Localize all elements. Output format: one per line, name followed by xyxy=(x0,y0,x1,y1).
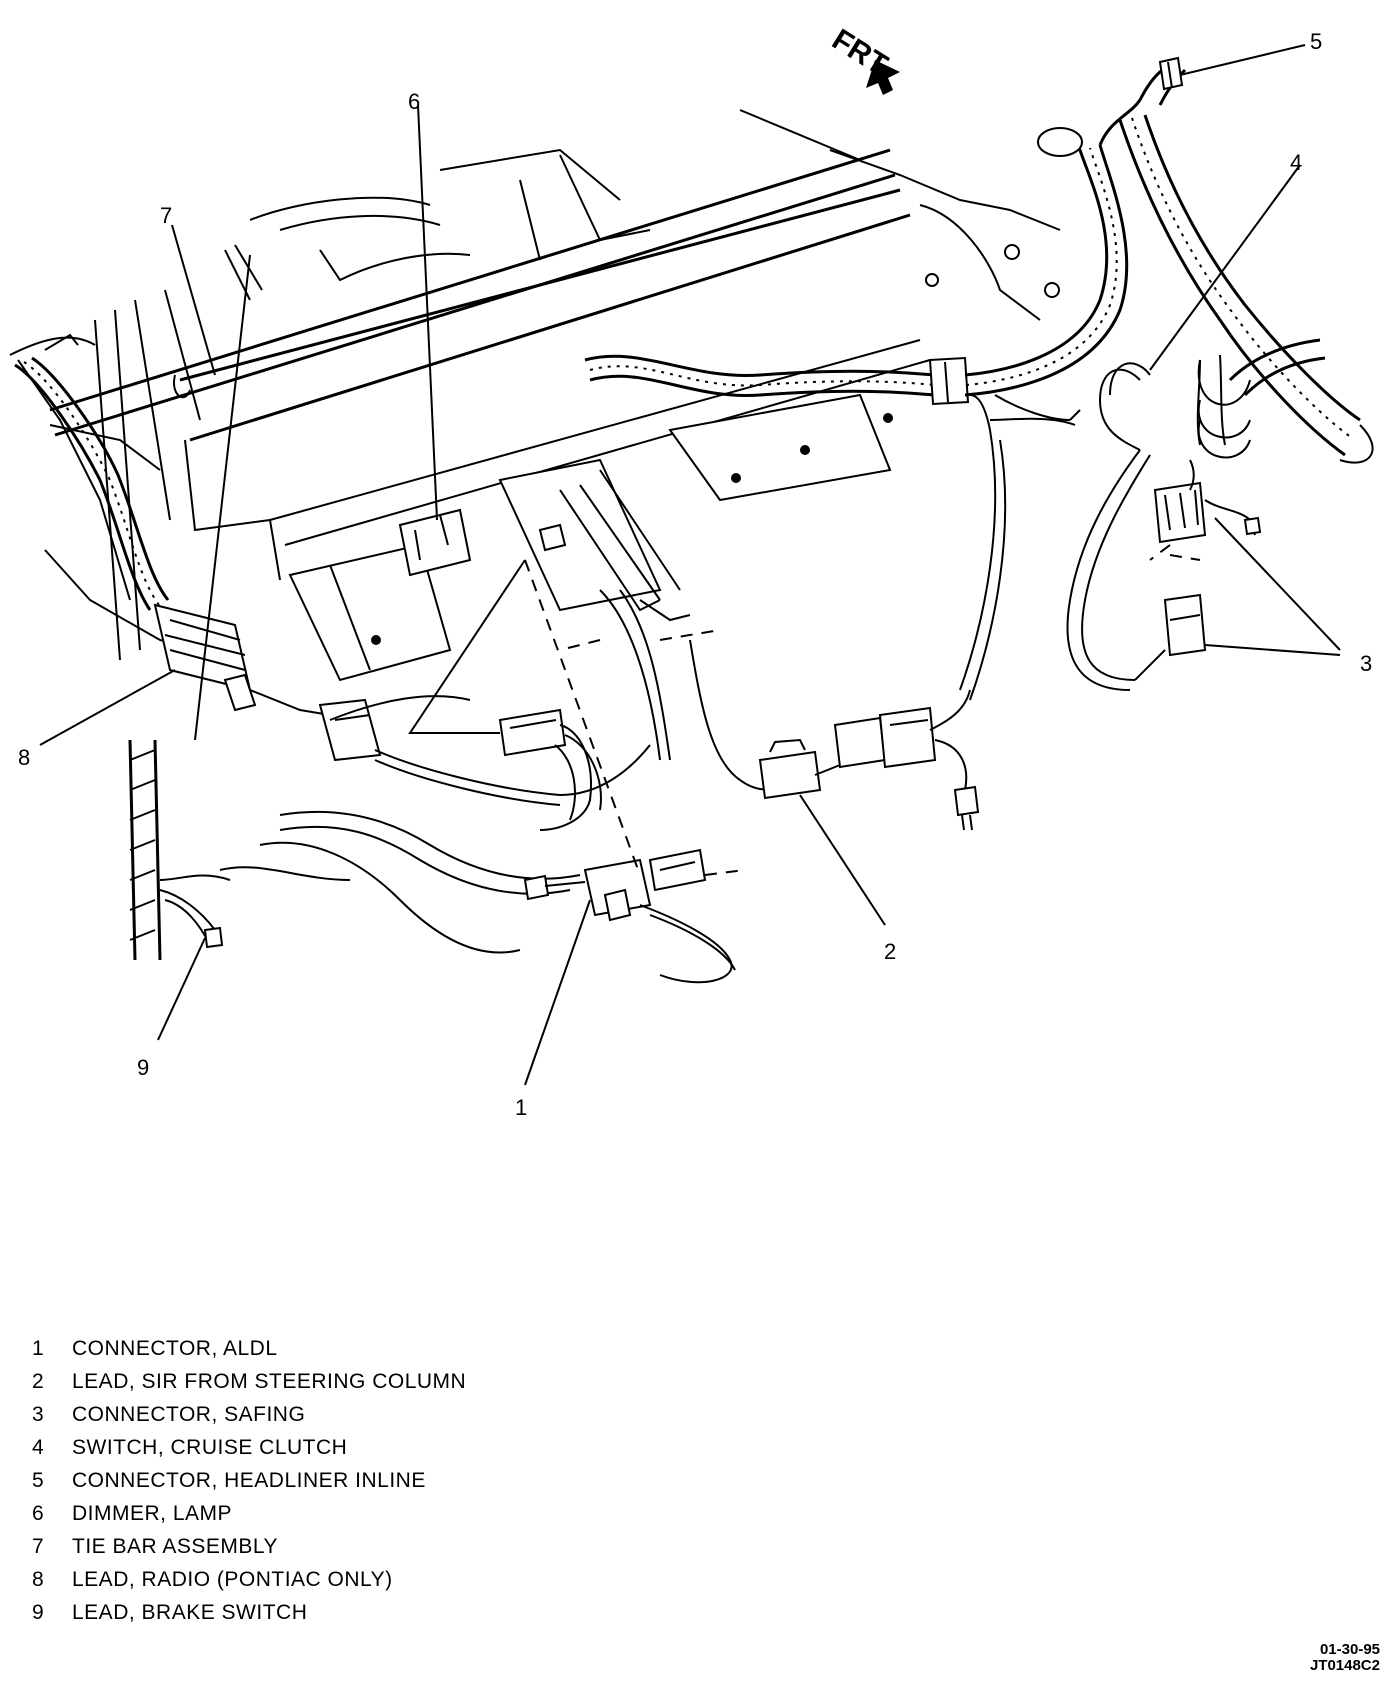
legend-number: 2 xyxy=(32,1370,45,1393)
legend-item: 9 LEAD, BRAKE SWITCH xyxy=(32,1596,466,1629)
legend-number: 6 xyxy=(32,1502,45,1525)
legend-text: TIE BAR ASSEMBLY xyxy=(72,1535,279,1558)
safing-connector xyxy=(1066,362,1262,691)
body-structure xyxy=(9,109,1061,661)
aldl-connector xyxy=(523,848,746,984)
frt-arrow-icon xyxy=(866,60,900,95)
legend-number: 7 xyxy=(32,1535,45,1558)
lower-brackets xyxy=(288,393,893,682)
drawing-date: 01-30-95 xyxy=(1319,1641,1380,1658)
legend-number: 4 xyxy=(32,1436,45,1459)
drawing-id: JT0148C2 xyxy=(1309,1657,1380,1674)
legend-item: 5 CONNECTOR, HEADLINER INLINE xyxy=(32,1464,466,1497)
callout-numbers: 1 2 3 4 5 6 7 8 9 xyxy=(18,29,1372,1120)
main-harness xyxy=(584,63,1374,464)
callout-5: 5 xyxy=(1310,29,1322,54)
front-direction-indicator: FRT xyxy=(826,23,900,95)
callout-8: 8 xyxy=(18,745,30,770)
callout-2: 2 xyxy=(884,939,896,964)
left-harness xyxy=(14,356,331,716)
legend-text: LEAD, SIR FROM STEERING COLUMN xyxy=(72,1370,467,1393)
radio-lead-connector xyxy=(318,698,651,806)
legend-number: 5 xyxy=(32,1469,45,1492)
legend-item: 3 CONNECTOR, SAFING xyxy=(32,1398,466,1431)
legend-text: LEAD, RADIO (PONTIAC ONLY) xyxy=(72,1568,393,1591)
callout-1: 1 xyxy=(515,1095,527,1120)
center-wires xyxy=(219,589,791,954)
legend-text: LEAD, BRAKE SWITCH xyxy=(72,1601,308,1624)
legend-text: SWITCH, CRUISE CLUTCH xyxy=(72,1436,348,1459)
sir-lead-connector xyxy=(758,394,1076,831)
legend-number: 8 xyxy=(32,1568,45,1591)
lamp-dimmer xyxy=(398,508,472,577)
legend-text: DIMMER, LAMP xyxy=(72,1502,233,1525)
legend-item: 6 DIMMER, LAMP xyxy=(32,1497,466,1530)
legend-item: 1 CONNECTOR, ALDL xyxy=(32,1332,466,1365)
callout-9: 9 xyxy=(137,1055,149,1080)
legend-item: 2 LEAD, SIR FROM STEERING COLUMN xyxy=(32,1365,466,1398)
legend-text: CONNECTOR, SAFING xyxy=(72,1403,306,1426)
legend-number: 3 xyxy=(32,1403,45,1426)
callout-4: 4 xyxy=(1290,150,1302,175)
legend-item: 4 SWITCH, CRUISE CLUTCH xyxy=(32,1431,466,1464)
legend-text: CONNECTOR, ALDL xyxy=(72,1337,278,1360)
cruise-clutch-switch xyxy=(994,394,1081,421)
legend-item: 7 TIE BAR ASSEMBLY xyxy=(32,1530,466,1563)
parts-legend: 1 CONNECTOR, ALDL 2 LEAD, SIR FROM STEERIN… xyxy=(32,1332,466,1629)
legend-number: 1 xyxy=(32,1337,45,1360)
headliner-connector xyxy=(1158,56,1184,91)
callout-6: 6 xyxy=(408,89,420,114)
legend-item: 8 LEAD, RADIO (PONTIAC ONLY) xyxy=(32,1563,466,1596)
legend-number: 9 xyxy=(32,1601,45,1624)
brake-switch-lead xyxy=(128,739,231,961)
leader-lines xyxy=(39,44,1341,1086)
callout-3: 3 xyxy=(1360,651,1372,676)
legend-text: CONNECTOR, HEADLINER INLINE xyxy=(72,1469,426,1492)
callout-7: 7 xyxy=(160,203,172,228)
tie-bar-assembly xyxy=(49,148,931,581)
